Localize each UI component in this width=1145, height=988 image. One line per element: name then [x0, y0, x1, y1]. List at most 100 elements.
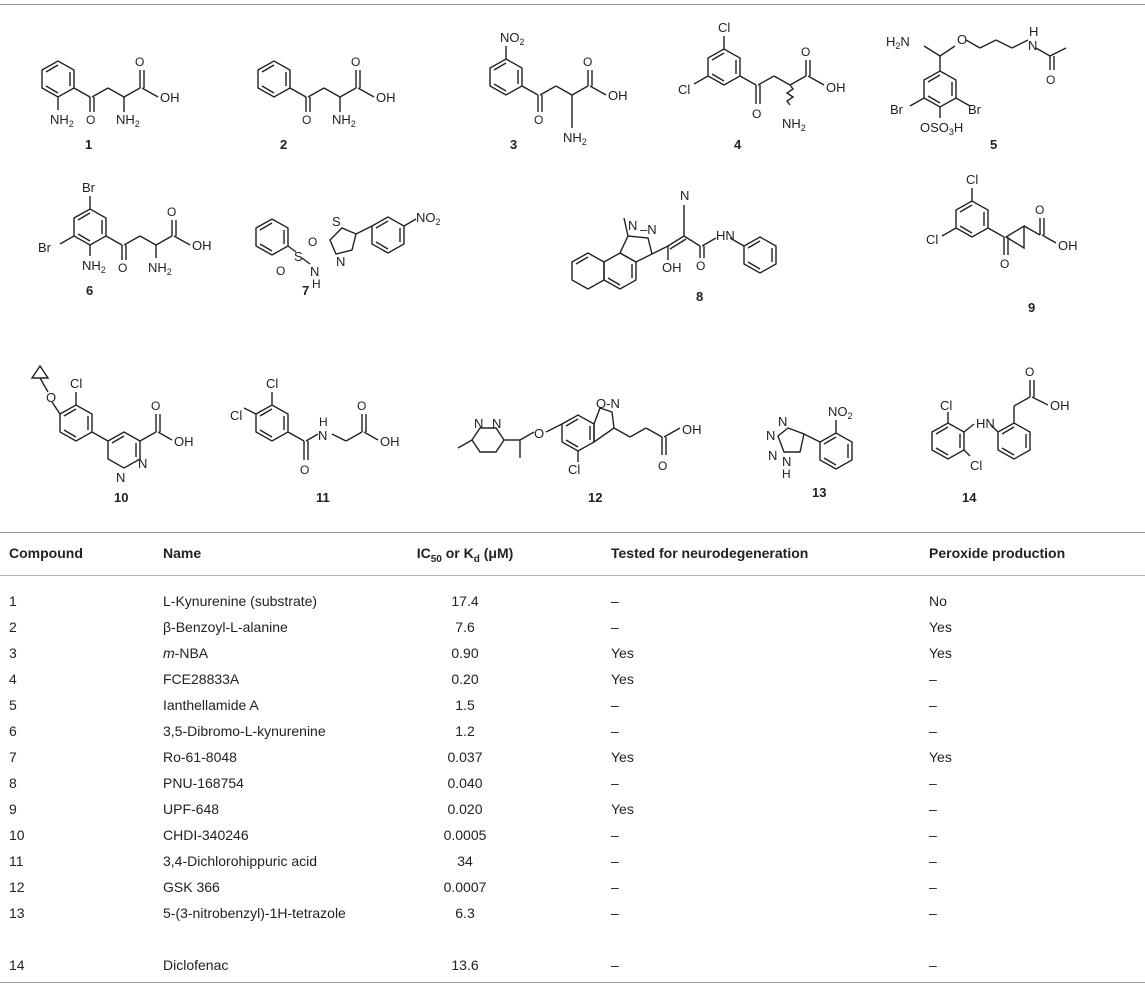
cell-peroxide: –: [929, 957, 937, 973]
c1-nh2-aryl: NH2: [50, 112, 74, 129]
cell-name: CHDI-340246: [163, 827, 249, 843]
cell-compound: 11: [9, 853, 24, 869]
cell-compound: 2: [9, 619, 17, 635]
c11-cl-left: Cl: [230, 408, 242, 423]
c2-acid-o: O: [351, 55, 360, 69]
c5-h2n: H2N: [886, 34, 910, 51]
c6-acid-o: O: [167, 205, 176, 219]
c7-no2: NO2: [416, 210, 441, 227]
structure-11: [243, 392, 379, 460]
c5-br-right: Br: [968, 102, 982, 117]
c13-tetrazole-n3: N: [768, 448, 777, 463]
c11-amide-o: O: [300, 463, 309, 477]
c4-cl-left: Cl: [678, 82, 690, 97]
cell-peroxide: Yes: [929, 645, 952, 661]
cell-ic50: 0.0007: [443, 879, 487, 895]
c5-amide-h: H: [1029, 24, 1038, 39]
cell-tested: Yes: [611, 671, 634, 687]
structure-6: [59, 196, 191, 260]
structure-2: [257, 60, 375, 112]
c5-amide-n: N: [1028, 38, 1037, 53]
c9-ketone-o: O: [1000, 257, 1009, 271]
cell-ic50: 17.4: [451, 593, 479, 609]
cell-tested: –: [611, 593, 619, 609]
c5-ether-o: O: [957, 32, 967, 47]
compound-label-11: 11: [316, 490, 330, 505]
c7-thiazole-n: N: [336, 254, 345, 269]
c12-ether-o: O: [534, 426, 544, 441]
cell-compound: 8: [9, 775, 17, 791]
table-bottom-rule: [0, 982, 1145, 983]
cell-compound: 1: [9, 593, 17, 609]
structure-3: [489, 46, 607, 128]
compound-label-13: 13: [812, 485, 826, 500]
c7-nh: N: [310, 264, 319, 279]
cell-name: Ianthellamide A: [163, 697, 259, 713]
c8-oh: OH: [662, 260, 682, 275]
c9-cl-left: Cl: [926, 232, 938, 247]
c7-nh-h: H: [312, 277, 321, 291]
compound-label-6: 6: [86, 283, 93, 298]
table-row: 1 L-Kynurenine (substrate) 17.4 – No: [0, 586, 1145, 612]
c8-amide-n: HN: [716, 228, 735, 243]
cell-tested: –: [611, 905, 619, 921]
cell-tested: Yes: [611, 749, 634, 765]
c7-sulfonyl-o2: O: [308, 235, 317, 249]
c10-oh: OH: [174, 434, 194, 449]
cell-compound: 9: [9, 801, 17, 817]
compound-label-3: 3: [510, 137, 517, 152]
cell-peroxide: Yes: [929, 749, 952, 765]
c14-oh: OH: [1050, 398, 1070, 413]
c6-oh: OH: [192, 238, 212, 253]
c13-no2: NO2: [828, 404, 853, 421]
cell-name: 3,4-Dichlorohippuric acid: [163, 853, 318, 869]
c5-br-left: Br: [890, 102, 904, 117]
table-row: 14 Diclofenac 13.6 – –: [0, 950, 1145, 976]
c1-oh: OH: [160, 90, 180, 105]
compound-label-8: 8: [696, 289, 703, 304]
c2-ketone-o: O: [302, 113, 311, 127]
cell-tested: –: [611, 879, 619, 895]
cell-ic50: 13.6: [451, 957, 479, 973]
table-row: 2 β-Benzoyl-L-alanine 7.6 – Yes: [0, 612, 1145, 638]
c13-tetrazole-n1: N: [778, 414, 787, 429]
cell-ic50: 1.5: [455, 697, 475, 713]
c8-pyrazole-n1: N: [628, 218, 637, 233]
c11-amide-n: N: [318, 428, 327, 443]
c12-pyridazine-n1: N: [474, 416, 483, 431]
c6-nh2-amino: NH2: [148, 260, 172, 277]
table-row: 5 Ianthellamide A 1.5 – –: [0, 690, 1145, 716]
c7-thiazole-s: S: [332, 214, 341, 229]
table-row: 8 PNU-168754 0.040 – –: [0, 768, 1145, 794]
c2-nh2: NH2: [332, 112, 356, 129]
cell-tested: –: [611, 775, 619, 791]
cell-name: 3,5-Dibromo-L-kynurenine: [163, 723, 326, 739]
table-row: 12 GSK 366 0.0007 – –: [0, 872, 1145, 898]
c3-no2: NO2: [500, 30, 525, 47]
c10-pyrimidine-n1: N: [116, 470, 125, 485]
c13-tetrazole-h: H: [782, 467, 791, 481]
c12-isoxazole-on: O-N: [596, 396, 620, 411]
cell-name: m-NBA: [163, 645, 209, 661]
compound-label-10: 10: [114, 490, 128, 505]
cell-tested: Yes: [611, 801, 634, 817]
c7-sulfonyl-o1: O: [276, 264, 285, 278]
cell-tested: –: [611, 619, 619, 635]
table-row: 10 CHDI-340246 0.0005 – –: [0, 820, 1145, 846]
cell-name: Ro-61-8048: [163, 749, 237, 765]
table-row: 9 UPF-648 0.020 Yes –: [0, 794, 1145, 820]
table-row: 4 FCE28833A 0.20 Yes –: [0, 664, 1145, 690]
c6-nh2-aryl: NH2: [82, 258, 106, 275]
c4-acid-o: O: [801, 45, 810, 59]
c3-acid-o: O: [583, 55, 592, 69]
c8-nitrile-n: N: [680, 188, 689, 203]
cell-compound: 14: [9, 957, 25, 973]
c14-cl-bottom: Cl: [970, 458, 982, 473]
cell-compound: 12: [9, 879, 25, 895]
header-ic50: IC50 or Kd (μM): [416, 545, 514, 565]
table-top-rule: [0, 532, 1145, 533]
c3-ketone-o: O: [534, 113, 543, 127]
cell-ic50: 0.020: [447, 801, 483, 817]
c3-oh: OH: [608, 88, 628, 103]
c4-ketone-o: O: [752, 107, 761, 121]
